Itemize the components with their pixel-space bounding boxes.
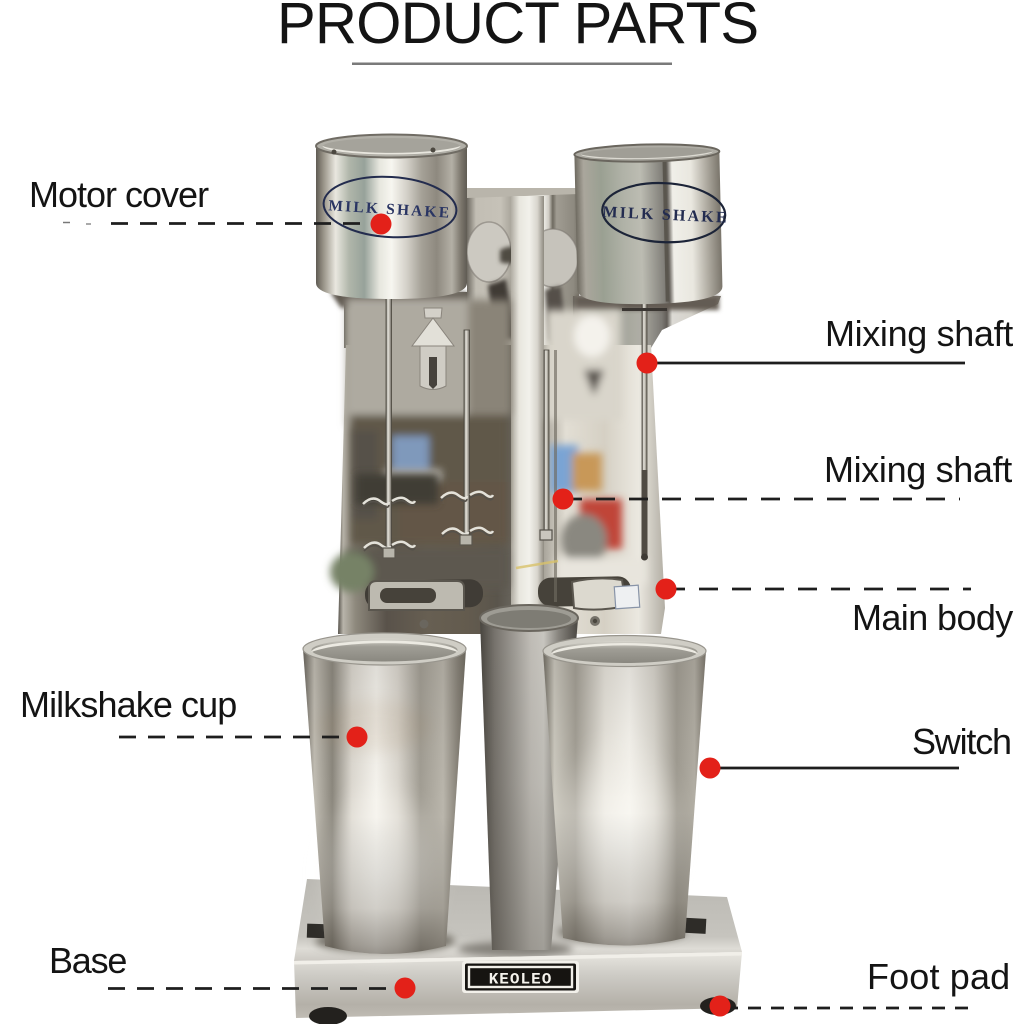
svg-text:Foot pad: Foot pad — [867, 956, 1010, 997]
svg-text:Base: Base — [49, 940, 126, 981]
svg-text:Milkshake cup: Milkshake cup — [20, 684, 236, 725]
svg-text:Mixing shaft: Mixing shaft — [824, 449, 1012, 490]
svg-text:KEOLEO: KEOLEO — [489, 971, 553, 989]
svg-text:Motor cover: Motor cover — [29, 174, 209, 215]
svg-text:Mixing shaft: Mixing shaft — [825, 313, 1013, 354]
svg-text:Main body: Main body — [852, 597, 1013, 638]
svg-text:MILK SHAKE: MILK SHAKE — [602, 204, 729, 227]
svg-text:PRODUCT PARTS: PRODUCT PARTS — [277, 0, 758, 56]
svg-text:Switch: Switch — [912, 721, 1011, 762]
